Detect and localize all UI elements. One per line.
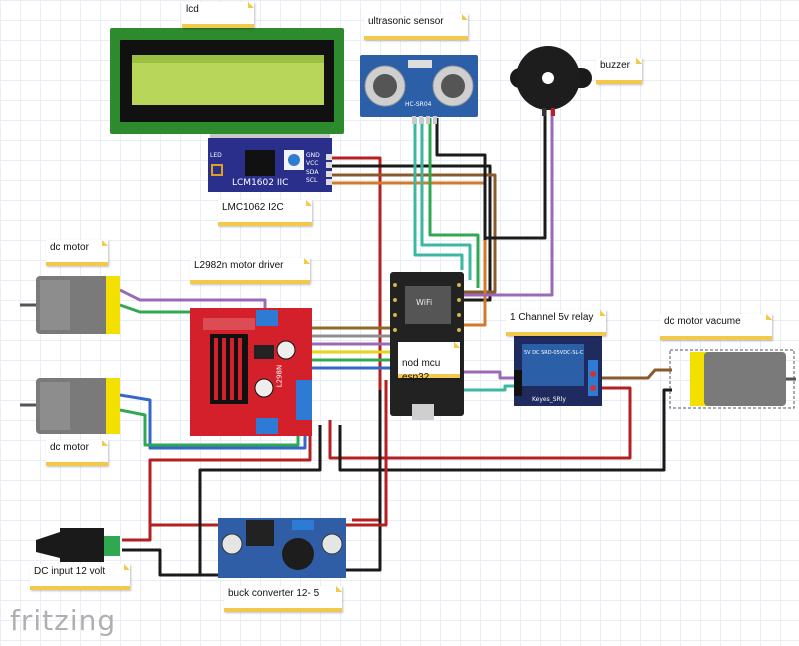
wire-buck-out-plus: [344, 380, 388, 527]
relay-module: [514, 336, 602, 406]
lcm-pin-vcc: VCC: [306, 160, 319, 167]
wire-us-trig: [420, 118, 472, 280]
motor-driver-label-text: L2982n motor driver: [194, 260, 284, 271]
wire-vac-gnd: [338, 388, 672, 472]
wire-relay-com: [328, 386, 632, 460]
buzzer-label: buzzer: [596, 58, 642, 84]
note-fold-icon: [304, 258, 310, 264]
relay-top-label: 5V DC SRD-05VDC-SL-C: [524, 350, 584, 356]
motor-top-label: dc motor: [46, 240, 108, 266]
wire-relay-gnd: [462, 384, 518, 392]
wire-relay-in: [462, 370, 518, 380]
l298n-chip-label: L298N: [275, 364, 284, 388]
wire-buzzer-gnd: [485, 108, 547, 240]
lcd-label-text: lcd: [186, 4, 199, 15]
lcm-pin-gnd: GND: [306, 152, 320, 159]
wire-us-vcc: [413, 118, 464, 270]
vacuum-label-text: dc motor vacume: [664, 316, 741, 327]
relay-label-text: 1 Channel 5v relay: [510, 312, 594, 323]
relay-label: 1 Channel 5v relay: [506, 310, 606, 336]
wire-motor2-b: [119, 408, 300, 447]
buck-label: buck converter 12- 5: [224, 586, 342, 612]
note-fold-icon: [600, 310, 606, 316]
note-fold-icon: [336, 586, 342, 592]
nodemcu-label: nod mcu esp32: [398, 342, 460, 383]
lcm1602-i2c-module: [208, 138, 332, 192]
vacuum-motor: [669, 349, 796, 409]
wire-lcd-scl: [332, 181, 487, 327]
nodemcu-label-text: nod mcu esp32: [402, 358, 441, 383]
wire-us-echo: [428, 118, 480, 288]
note-fold-icon: [124, 564, 130, 570]
ultrasonic-sensor: [360, 55, 478, 124]
ultrasonic-label: ultrasonic sensor: [364, 14, 468, 40]
relay-brand-label: Keyes_SRly: [532, 396, 566, 403]
note-fold-icon: [636, 58, 642, 64]
lcd-label: lcd: [182, 2, 254, 28]
wire-lcd-vcc: [332, 164, 492, 302]
motor-bottom-label-text: dc motor: [50, 442, 89, 453]
wire-buck-gnd: [198, 425, 322, 575]
dc-motor-top: [20, 276, 120, 334]
buck-label-text: buck converter 12- 5: [228, 588, 320, 599]
note-fold-icon: [454, 342, 460, 348]
dc-input-label-text: DC input 12 volt: [34, 566, 106, 577]
note-fold-icon: [102, 440, 108, 446]
wire-buzzer-plus: [462, 108, 554, 297]
wire-us-gnd: [435, 118, 487, 240]
buzzer-label-text: buzzer: [600, 60, 631, 71]
dc-motor-bottom: [20, 378, 120, 434]
lcm-chip-label: LCM1602 IIC: [232, 178, 289, 188]
note-fold-icon: [102, 240, 108, 246]
buck-converter: [218, 518, 346, 578]
l298n-motor-driver: [190, 308, 312, 436]
ultrasonic-label-text: ultrasonic sensor: [368, 16, 444, 27]
lcm-pin-scl: SCL: [306, 177, 318, 184]
wire-motor2-a: [119, 393, 307, 450]
lcd-display: [110, 28, 344, 140]
wire-lcd-gnd: [332, 156, 382, 522]
i2c-label: LMC1062 I2C: [218, 200, 312, 226]
note-fold-icon: [248, 2, 254, 8]
motor-bottom-label: dc motor: [46, 440, 108, 466]
wire-relay-out: [600, 368, 672, 380]
lcm-led-label: LED: [210, 152, 222, 159]
wire-dc-minus: [122, 548, 222, 577]
motor-driver-label: L2982n motor driver: [190, 258, 310, 284]
note-fold-icon: [462, 14, 468, 20]
wire-dc-plus: [122, 425, 312, 542]
esp32-wifi-label: WiFi: [416, 298, 433, 307]
dc-input-label: DC input 12 volt: [30, 564, 130, 590]
buzzer: [510, 46, 592, 116]
note-fold-icon: [306, 200, 312, 206]
lcm-pin-sda: SDA: [306, 169, 319, 176]
motor-top-label-text: dc motor: [50, 242, 89, 253]
dc-jack: [36, 528, 120, 562]
note-fold-icon: [766, 314, 772, 320]
hc-sr04-label: HC-SR04: [405, 101, 432, 108]
vacuum-label: dc motor vacume: [660, 314, 772, 340]
i2c-label-text: LMC1062 I2C: [222, 202, 284, 213]
wire-buck-out-minus: [344, 390, 382, 572]
fritzing-watermark: fritzing: [10, 604, 117, 637]
